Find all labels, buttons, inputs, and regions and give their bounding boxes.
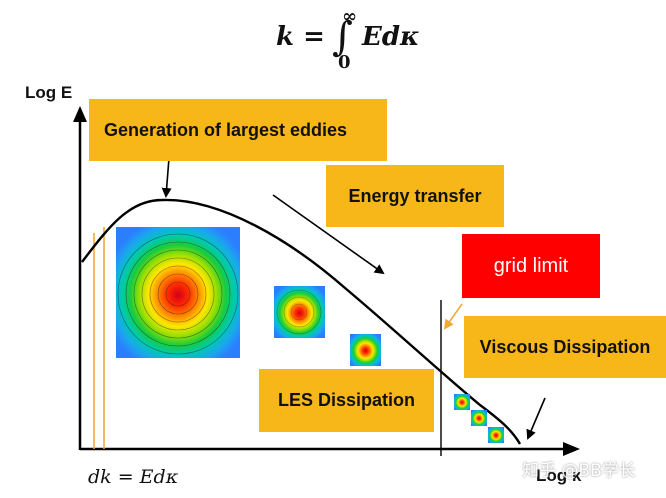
x-axis-arrow <box>563 442 580 456</box>
formula-integrand: Edκ <box>362 22 420 52</box>
eddy-tiny-3 <box>488 427 504 443</box>
viscous-dissipation-box: Viscous Dissipation <box>464 316 666 378</box>
eddy-tiny-1 <box>454 394 470 410</box>
eddy-large <box>116 227 240 358</box>
generation-arrow <box>161 157 172 198</box>
eddy-medium <box>274 286 325 338</box>
grid-limit-arrow <box>443 303 463 330</box>
energy-spectrum-curve <box>81 198 522 445</box>
energy-transfer-arrow <box>272 194 385 275</box>
eddy-tiny-2 <box>471 410 487 426</box>
eddy-small <box>350 334 381 366</box>
y-axis-label: Log E <box>25 83 73 102</box>
integral-lower-limit: 0 <box>338 52 351 73</box>
formula-lhs: k = <box>276 22 325 52</box>
energy-integral-formula: k = ∫ ∞ 0 Edκ <box>276 6 436 76</box>
energy-transfer-box: Energy transfer <box>326 165 504 227</box>
les-dissipation-box: LES Dissipation <box>259 369 434 432</box>
x-axis-label: Log κ <box>536 466 582 485</box>
generation-box: Generation of largest eddies <box>89 99 387 161</box>
integral-upper-limit: ∞ <box>342 6 357 27</box>
differential-formula: dk = Edκ <box>88 466 179 488</box>
viscous-arrow <box>526 397 546 440</box>
watermark: 知乎 @BB学长 <box>522 461 636 481</box>
y-axis-arrow <box>73 106 87 122</box>
integral-sign: ∫ <box>332 14 353 60</box>
grid-limit-box: grid limit <box>462 234 600 298</box>
